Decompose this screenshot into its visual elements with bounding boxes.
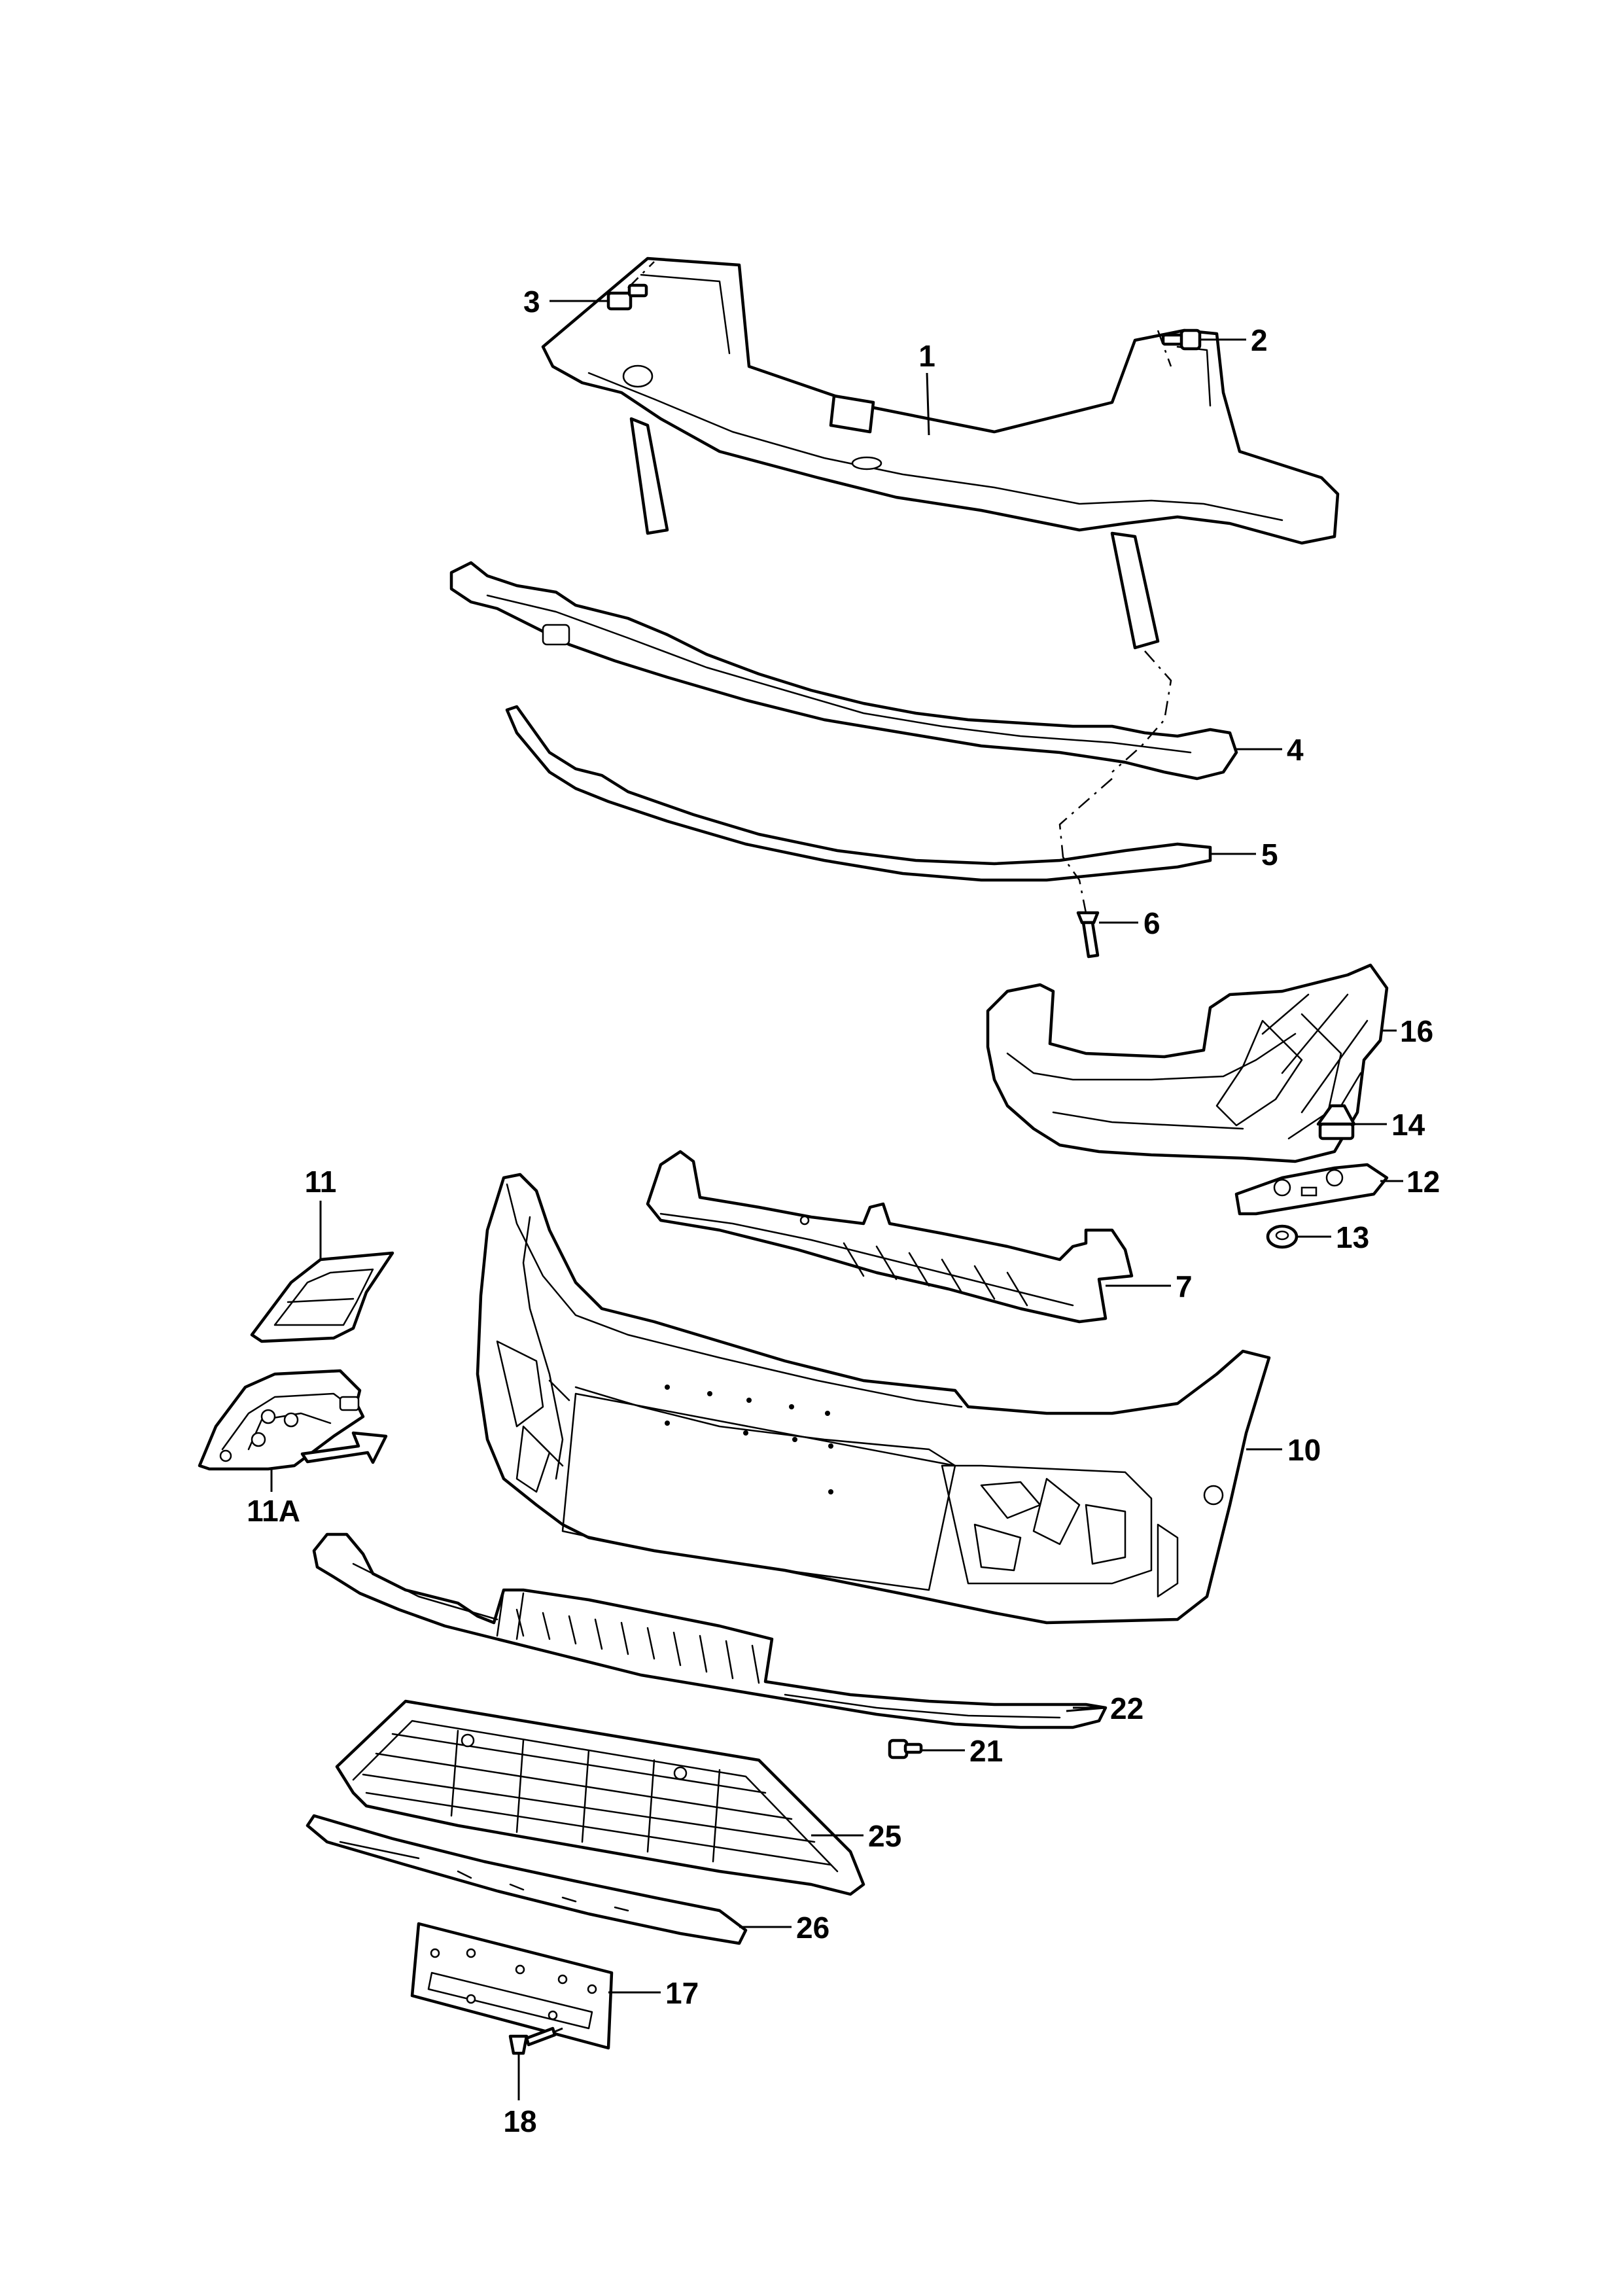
part-16-side-bracket <box>986 963 1389 1163</box>
part-14-nut <box>1316 1104 1356 1140</box>
part-4-absorber <box>449 561 1238 781</box>
part-1-cross-member <box>541 256 1340 650</box>
callout-7: 7 <box>1176 1269 1193 1303</box>
part-7-upper-carrier <box>646 1150 1134 1324</box>
part-22-lower-carrier <box>312 1532 1108 1729</box>
part-5-strip <box>505 705 1212 882</box>
callout-16: 16 <box>1400 1014 1433 1048</box>
leader-18-screw <box>554 2027 563 2033</box>
callout-10: 10 <box>1287 1433 1321 1467</box>
leader-22 <box>1066 1706 1106 1712</box>
part-11-trim-cover <box>250 1251 394 1343</box>
callout-12: 12 <box>1406 1165 1440 1199</box>
callout-2: 2 <box>1251 323 1268 357</box>
part-10-bumper-cover <box>476 1173 1271 1625</box>
part-3-bolt <box>606 283 648 311</box>
part-25-lower-grille <box>335 1699 865 1896</box>
callout-13: 13 <box>1336 1220 1369 1254</box>
callout-11a: 11A <box>247 1494 300 1528</box>
part-17-plate-holder <box>410 1922 614 2050</box>
part-26-trim-strip <box>305 1814 748 1945</box>
callout-14: 14 <box>1391 1108 1425 1142</box>
callout-6: 6 <box>1143 906 1161 940</box>
part-11a-fog-cover <box>198 1369 365 1471</box>
callout-25: 25 <box>868 1819 901 1853</box>
assembly-line-3 <box>627 261 655 289</box>
leader-1 <box>926 372 930 436</box>
callout-21: 21 <box>969 1734 1003 1768</box>
part-21-bolt <box>888 1739 923 1759</box>
assembly-line-4-to-1 <box>1111 650 1172 773</box>
assembly-line-2 <box>1157 330 1172 367</box>
callout-11: 11 <box>305 1165 337 1199</box>
callout-22: 22 <box>1110 1691 1143 1725</box>
part-12-guide <box>1234 1163 1389 1216</box>
part-6-clip <box>1076 911 1100 959</box>
callout-1: 1 <box>918 339 935 373</box>
callout-26: 26 <box>796 1911 829 1945</box>
callout-18: 18 <box>503 2104 536 2138</box>
assembly-line-5-to-6 <box>1058 778 1113 913</box>
assembly-arrow <box>300 1431 388 1464</box>
callout-3: 3 <box>523 285 540 319</box>
part-18-screw <box>508 2026 557 2055</box>
callout-4: 4 <box>1287 733 1304 767</box>
part-13-nut <box>1266 1224 1299 1249</box>
callout-5: 5 <box>1261 838 1278 872</box>
callout-17: 17 <box>665 1976 699 2010</box>
